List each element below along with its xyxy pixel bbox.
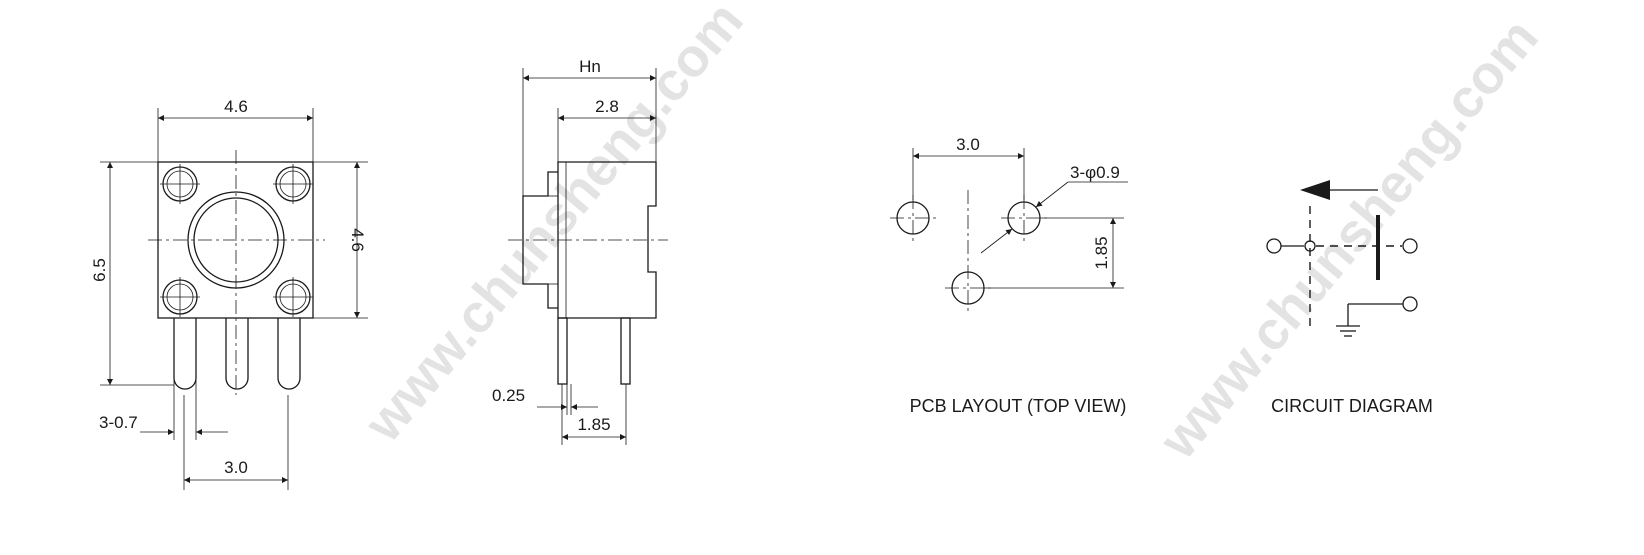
front-actuator-inner [193, 197, 279, 283]
front-corner-hole [273, 164, 313, 204]
side-pin-right [620, 317, 631, 385]
dim-front-pin-diameter: 3-0.7 [99, 413, 138, 432]
pcb-layout: 3.0 3-φ0.9 1.85 PCB LAYOUT (TOP VIEW) [890, 135, 1128, 416]
dim-side-body-depth: 2.8 [595, 97, 619, 116]
terminal-icon [1304, 240, 1316, 252]
front-pin-right [277, 318, 301, 390]
circuit-diagram-caption: CIRCUIT DIAGRAM [1271, 396, 1433, 416]
pcb-layout-caption: PCB LAYOUT (TOP VIEW) [910, 396, 1127, 416]
front-view: 4.6 6.5 4.6 3-0.7 3.0 [90, 97, 368, 490]
dim-front-width: 4.6 [224, 97, 248, 116]
svg-text:www.chunsheng.com: www.chunsheng.com [353, 0, 755, 453]
direction-arrow-icon [1300, 180, 1330, 200]
side-actuator [522, 171, 558, 309]
dim-pcb-hole-spacing: 3.0 [956, 135, 980, 154]
front-corner-hole [273, 277, 313, 317]
terminal-icon [1402, 238, 1418, 254]
front-pin-middle [225, 318, 249, 390]
dim-pcb-hole-diameter: 3-φ0.9 [1070, 163, 1120, 182]
dim-front-height-total: 6.5 [90, 258, 109, 282]
watermark-left: www.chunsheng.com [353, 0, 755, 453]
circuit-diagram: CIRCUIT DIAGRAM [1266, 180, 1433, 416]
side-pin-left [557, 317, 568, 385]
front-pin-left [173, 318, 197, 390]
terminal-icon [1266, 238, 1282, 254]
dim-side-total-height: Hn [579, 57, 601, 76]
dim-side-pin-thickness: 0.25 [492, 386, 525, 405]
dim-front-pin-pitch: 3.0 [224, 458, 248, 477]
side-view: Hn 2.8 0.25 1.85 [492, 57, 668, 445]
dim-side-pin-spacing: 1.85 [577, 415, 610, 434]
side-body [557, 161, 657, 319]
front-corner-hole [160, 164, 200, 204]
front-actuator-outer [187, 191, 285, 289]
front-corner-hole [160, 277, 200, 317]
dim-pcb-vertical-offset: 1.85 [1092, 236, 1111, 269]
dim-front-body-height: 4.6 [348, 228, 367, 252]
terminal-icon [1402, 296, 1418, 312]
